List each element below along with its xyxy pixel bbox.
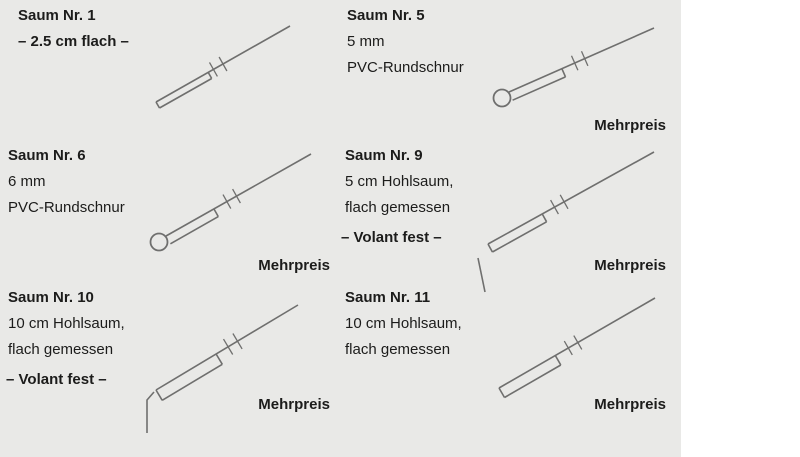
saum-10-note: – Volant fest – (6, 371, 107, 388)
saum-1-desc: – 2.5 cm flach – (18, 33, 129, 50)
saum-11-desc2: flach gemessen (345, 341, 451, 358)
pvc-cord-hem-diagram (492, 27, 655, 108)
saum-9-desc1: 5 cm Hohlsaum, (345, 173, 454, 190)
saum-9-title: Saum Nr. 9 (345, 147, 423, 164)
saum-9-surcharge-label: Mehrpreis (594, 257, 666, 274)
hollow-hem-volant-diagram (146, 304, 299, 433)
saum-6-title: Saum Nr. 6 (8, 147, 86, 164)
saum-10-title: Saum Nr. 10 (8, 289, 94, 306)
saum-10-surcharge-label: Mehrpreis (258, 396, 330, 413)
hollow-hem-volant-diagram (477, 151, 655, 293)
saum-10-desc2: flach gemessen (8, 341, 114, 358)
panel-background (0, 0, 681, 457)
saum-6-surcharge-label: Mehrpreis (258, 257, 330, 274)
saum-6-desc2: PVC-Rundschnur (8, 199, 125, 216)
saum-5-desc2: PVC-Rundschnur (347, 59, 464, 76)
flat-hem-diagram (155, 25, 291, 109)
saum-1-title: Saum Nr. 1 (18, 7, 96, 24)
saum-5-desc1: 5 mm (347, 33, 385, 50)
hollow-hem-diagram (498, 297, 656, 399)
saum-11-surcharge-label: Mehrpreis (594, 396, 666, 413)
saum-11-title: Saum Nr. 11 (345, 289, 431, 306)
saum-10-desc1: 10 cm Hohlsaum, (8, 315, 125, 332)
saum-6-desc1: 6 mm (8, 173, 46, 190)
saum-5-title: Saum Nr. 5 (347, 7, 425, 24)
saum-11-desc1: 10 cm Hohlsaum, (345, 315, 462, 332)
pvc-cord-hem-diagram (149, 153, 312, 252)
saum-9-note: – Volant fest – (341, 229, 442, 246)
saum-5-surcharge-label: Mehrpreis (594, 117, 666, 134)
saum-9-desc2: flach gemessen (345, 199, 451, 216)
